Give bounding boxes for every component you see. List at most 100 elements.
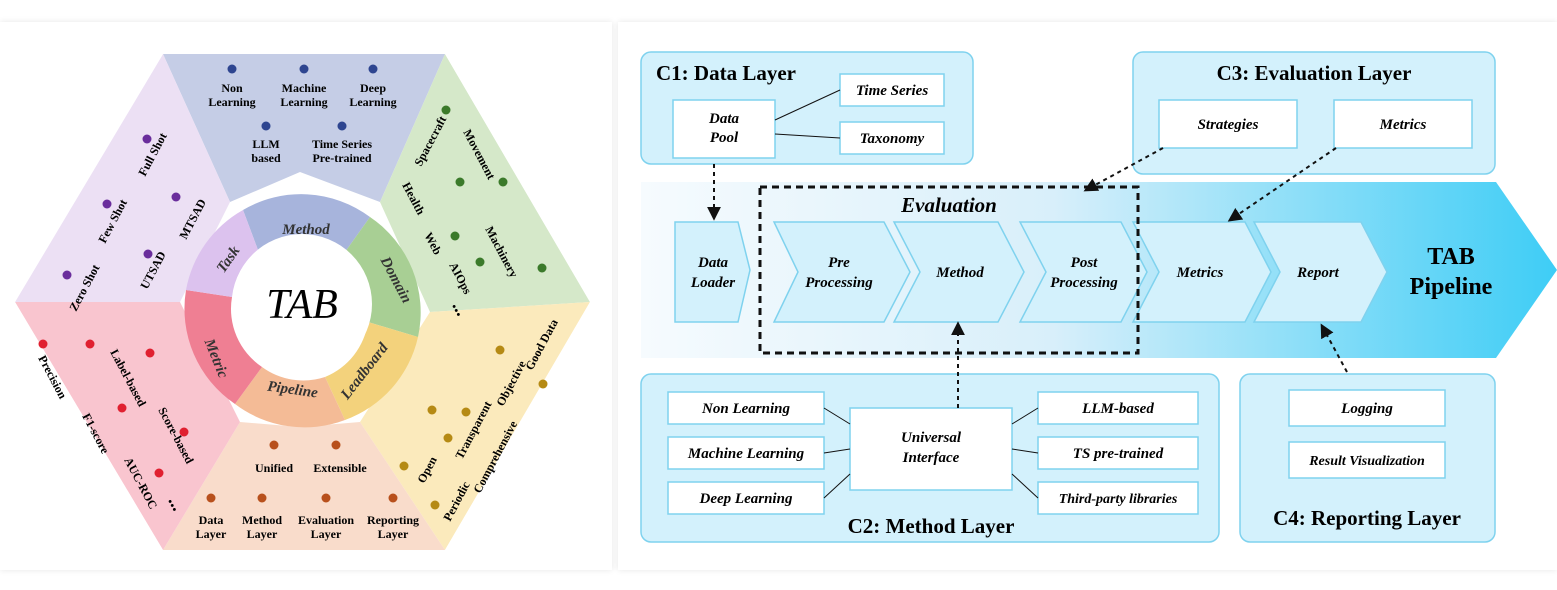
machine-learning-label: Machine Learning bbox=[687, 446, 805, 462]
method-item: Pre-trained bbox=[312, 151, 371, 165]
c3-metrics-label: Metrics bbox=[1379, 117, 1427, 133]
tab-hexagon-diagram: TAB Method Domain Leadboard Pipeline Met… bbox=[15, 54, 590, 550]
method-item: Non bbox=[221, 81, 243, 95]
pipeline-item: Layer bbox=[378, 527, 409, 541]
arrow-strategies-to-eval bbox=[1083, 147, 1164, 192]
pipeline-item: Evaluation bbox=[298, 513, 354, 527]
method-item: Learning bbox=[349, 95, 396, 109]
pipeline-item: Layer bbox=[247, 527, 278, 541]
data-pool-label: Data bbox=[708, 111, 740, 127]
post-processing-label: Post bbox=[1071, 255, 1099, 271]
center-label: TAB bbox=[266, 282, 338, 328]
pipeline-items: Unified Extensible Data Layer Method Lay… bbox=[196, 440, 419, 541]
ring-method bbox=[243, 194, 370, 252]
method-item: Time Series bbox=[312, 137, 372, 151]
method-items: Non Learning Machine Learning Deep Learn… bbox=[208, 64, 397, 165]
ring-pipeline bbox=[235, 367, 345, 428]
hexagon-sectors bbox=[15, 54, 590, 550]
sector-method bbox=[163, 54, 445, 202]
c2-title: C2: Method Layer bbox=[848, 514, 1015, 538]
sector-metric bbox=[15, 302, 240, 550]
non-learning-box bbox=[667, 391, 825, 425]
deep-learning-label: Deep Learning bbox=[699, 491, 793, 507]
pipeline-item: Reporting bbox=[367, 513, 419, 527]
c3-metrics-box bbox=[1333, 99, 1473, 149]
center-circle bbox=[232, 234, 372, 374]
ring-metric bbox=[184, 290, 262, 404]
c1-data-layer: C1: Data Layer Data Pool Time Series Tax… bbox=[640, 51, 974, 165]
sector-pipeline bbox=[163, 422, 445, 550]
ring-label-pipeline: Pipeline bbox=[266, 379, 319, 402]
method-item: based bbox=[251, 151, 281, 165]
tab-pipeline-label: Pipeline bbox=[1410, 274, 1493, 300]
result-visualization-label: Result Visualization bbox=[1308, 454, 1425, 469]
pipeline-item: Data bbox=[199, 513, 224, 527]
method-item: Deep bbox=[360, 81, 386, 95]
post-processing-label: Processing bbox=[1050, 275, 1118, 291]
pipeline-item: Extensible bbox=[313, 461, 367, 475]
method-item: Machine bbox=[282, 81, 327, 95]
report-stage-label: Report bbox=[1296, 265, 1340, 281]
arrow-metrics-to-stage bbox=[1227, 147, 1337, 222]
c2-method-layer: C2: Method Layer Non Learning Machine Le… bbox=[640, 373, 1220, 543]
machine-learning-box bbox=[667, 436, 825, 470]
connector-arrows bbox=[707, 147, 1348, 408]
c3-title: C3: Evaluation Layer bbox=[1217, 61, 1412, 85]
logging-box bbox=[1288, 389, 1446, 427]
c3-evaluation-layer: C3: Evaluation Layer Strategies Metrics bbox=[1132, 51, 1496, 175]
tab-pipeline-label: TAB bbox=[1427, 244, 1475, 270]
c1-title: C1: Data Layer bbox=[656, 61, 796, 85]
non-learning-label: Non Learning bbox=[701, 401, 790, 417]
deep-learning-box bbox=[667, 481, 825, 515]
logging-label: Logging bbox=[1340, 401, 1393, 417]
ts-pretrained-box bbox=[1037, 436, 1199, 470]
inner-ring bbox=[184, 194, 421, 428]
sector-domain bbox=[380, 54, 590, 312]
taxonomy-label: Taxonomy bbox=[860, 131, 925, 147]
third-party-label: Third-party libraries bbox=[1059, 492, 1178, 507]
strategies-box bbox=[1158, 99, 1298, 149]
ring-label-method: Method bbox=[281, 222, 330, 238]
method-stage-label: Method bbox=[935, 265, 984, 281]
stage-metrics bbox=[1131, 221, 1272, 323]
pipeline-item: Layer bbox=[196, 527, 227, 541]
sector-leadboard bbox=[360, 302, 590, 550]
time-series-label: Time Series bbox=[856, 83, 929, 99]
pipeline-item: Unified bbox=[255, 461, 293, 475]
evaluation-dashed-box bbox=[758, 185, 1140, 355]
method-item: Learning bbox=[280, 95, 327, 109]
tab-hexagon-panel: TAB Method Domain Leadboard Pipeline Met… bbox=[0, 22, 612, 570]
evaluation-label: Evaluation bbox=[900, 193, 997, 217]
data-loader-label: Loader bbox=[690, 275, 735, 291]
llm-based-label: LLM-based bbox=[1081, 401, 1154, 417]
stage-method bbox=[892, 221, 1025, 323]
taxonomy-box bbox=[839, 121, 945, 155]
stage-report bbox=[1252, 221, 1388, 323]
pipeline-item: Method bbox=[242, 513, 282, 527]
tab-pipeline-panel: C1: Data Layer Data Pool Time Series Tax… bbox=[618, 22, 1557, 570]
data-pool-box bbox=[672, 99, 776, 159]
method-item: LLM bbox=[252, 137, 279, 151]
tab-pipeline-diagram: C1: Data Layer Data Pool Time Series Tax… bbox=[640, 51, 1557, 543]
universal-interface-label: Interface bbox=[902, 450, 960, 466]
data-loader-label: Data bbox=[697, 255, 729, 271]
result-visualization-box bbox=[1288, 441, 1446, 479]
ring-leadboard bbox=[325, 322, 418, 420]
universal-interface-label: Universal bbox=[901, 430, 962, 446]
pipeline-band: Evaluation Data Loader Pre Processing Me… bbox=[641, 182, 1557, 358]
pre-processing-label: Pre bbox=[828, 255, 850, 271]
ring-domain bbox=[345, 217, 421, 337]
time-series-box bbox=[839, 73, 945, 107]
metrics-stage-label: Metrics bbox=[1176, 265, 1224, 281]
ring-task bbox=[186, 210, 258, 297]
stage-post-processing bbox=[1018, 221, 1148, 323]
pipeline-item: Layer bbox=[311, 527, 342, 541]
ts-pretrained-label: TS pre-trained bbox=[1073, 446, 1164, 462]
method-item: Learning bbox=[208, 95, 255, 109]
universal-interface-box bbox=[849, 407, 1013, 491]
strategies-label: Strategies bbox=[1198, 117, 1259, 133]
pre-processing-label: Processing bbox=[805, 275, 873, 291]
arrow-reporting-to-report bbox=[1320, 323, 1348, 373]
sector-task bbox=[15, 54, 230, 302]
data-pool-label: Pool bbox=[710, 130, 739, 146]
